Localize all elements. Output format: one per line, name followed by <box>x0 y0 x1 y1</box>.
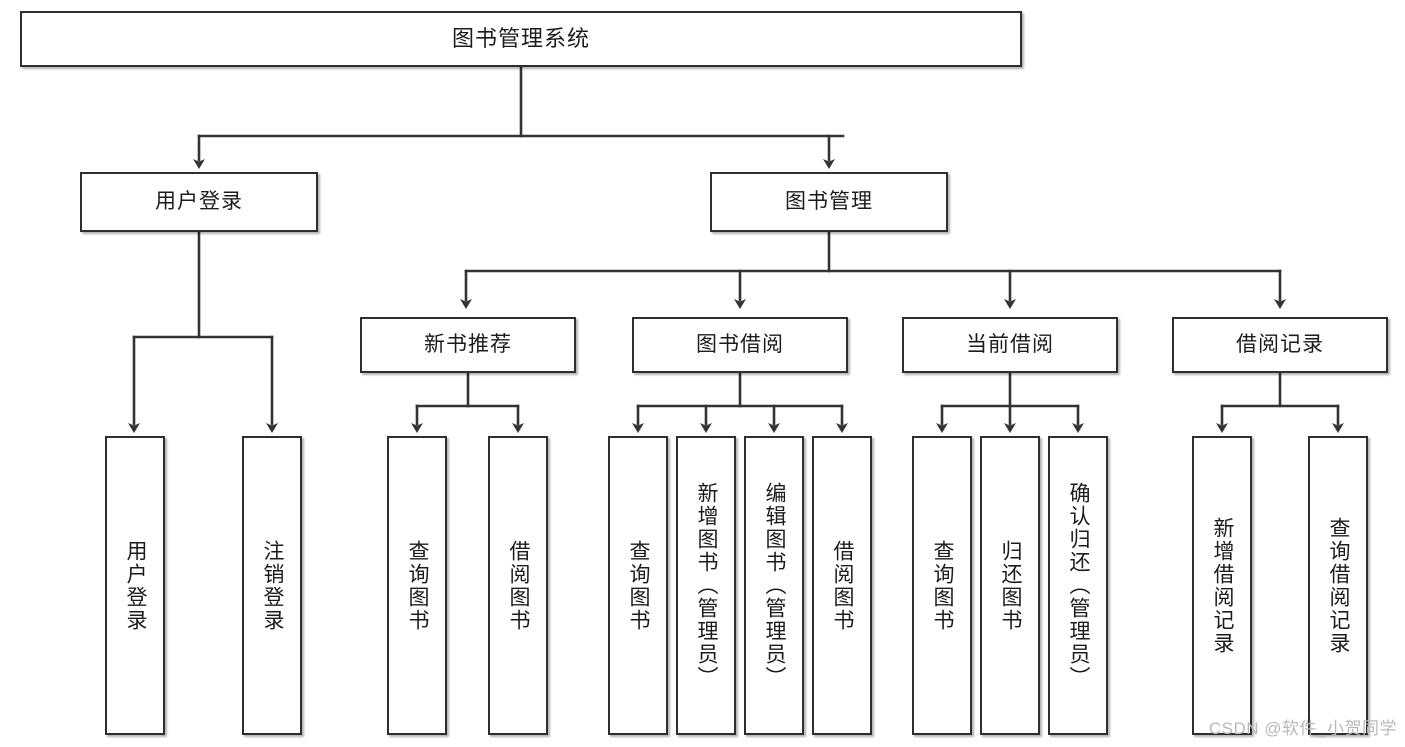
node-current-borrow-label: 当前借阅 <box>966 333 1054 357</box>
node-leaf-edit-book[interactable]: 编辑图书（管理员） <box>744 436 804 735</box>
node-book-manage[interactable]: 图书管理 <box>710 172 948 232</box>
node-leaf-query-record[interactable]: 查询借阅记录 <box>1308 436 1368 735</box>
node-user-login-label: 用户登录 <box>155 190 243 214</box>
node-leaf-return-book[interactable]: 归还图书 <box>980 436 1040 735</box>
node-leaf-borrow-book-2-label: 借阅图书 <box>831 539 854 632</box>
node-leaf-user-login[interactable]: 用户登录 <box>105 436 165 735</box>
node-leaf-query-book-3-label: 查询图书 <box>931 539 954 632</box>
node-leaf-edit-book-label: 编辑图书（管理员） <box>763 482 786 689</box>
node-leaf-query-book-2[interactable]: 查询图书 <box>608 436 668 735</box>
node-borrow-record[interactable]: 借阅记录 <box>1172 317 1388 373</box>
node-leaf-add-record-label: 新增借阅记录 <box>1211 516 1234 655</box>
node-book-borrow-label: 图书借阅 <box>696 333 784 357</box>
node-user-login[interactable]: 用户登录 <box>80 172 318 232</box>
node-book-manage-label: 图书管理 <box>785 190 873 214</box>
node-leaf-add-book-label: 新增图书（管理员） <box>695 482 718 689</box>
node-leaf-query-book-1-label: 查询图书 <box>406 539 429 632</box>
node-leaf-borrow-book-2[interactable]: 借阅图书 <box>812 436 872 735</box>
node-leaf-user-login-label: 用户登录 <box>124 539 147 632</box>
node-borrow-record-label: 借阅记录 <box>1236 333 1324 357</box>
node-leaf-confirm-return[interactable]: 确认归还（管理员） <box>1048 436 1108 735</box>
node-current-borrow[interactable]: 当前借阅 <box>902 317 1118 373</box>
node-leaf-return-book-label: 归还图书 <box>999 539 1022 632</box>
node-root[interactable]: 图书管理系统 <box>20 11 1022 67</box>
node-leaf-add-book[interactable]: 新增图书（管理员） <box>676 436 736 735</box>
node-root-label: 图书管理系统 <box>451 25 590 51</box>
node-leaf-borrow-book-1[interactable]: 借阅图书 <box>488 436 548 735</box>
node-leaf-query-book-2-label: 查询图书 <box>627 539 650 632</box>
node-leaf-borrow-book-1-label: 借阅图书 <box>507 539 530 632</box>
node-leaf-logout[interactable]: 注销登录 <box>242 436 302 735</box>
node-book-borrow[interactable]: 图书借阅 <box>632 317 848 373</box>
node-leaf-query-book-3[interactable]: 查询图书 <box>912 436 972 735</box>
node-new-book-rec-label: 新书推荐 <box>424 333 512 357</box>
node-leaf-add-record[interactable]: 新增借阅记录 <box>1192 436 1252 735</box>
node-leaf-query-record-label: 查询借阅记录 <box>1327 516 1350 655</box>
node-new-book-rec[interactable]: 新书推荐 <box>360 317 576 373</box>
node-leaf-query-book-1[interactable]: 查询图书 <box>387 436 447 735</box>
node-leaf-logout-label: 注销登录 <box>261 539 284 632</box>
csdn-watermark: CSDN @软件_小贺同学 <box>1208 719 1397 738</box>
node-leaf-confirm-return-label: 确认归还（管理员） <box>1067 482 1090 689</box>
